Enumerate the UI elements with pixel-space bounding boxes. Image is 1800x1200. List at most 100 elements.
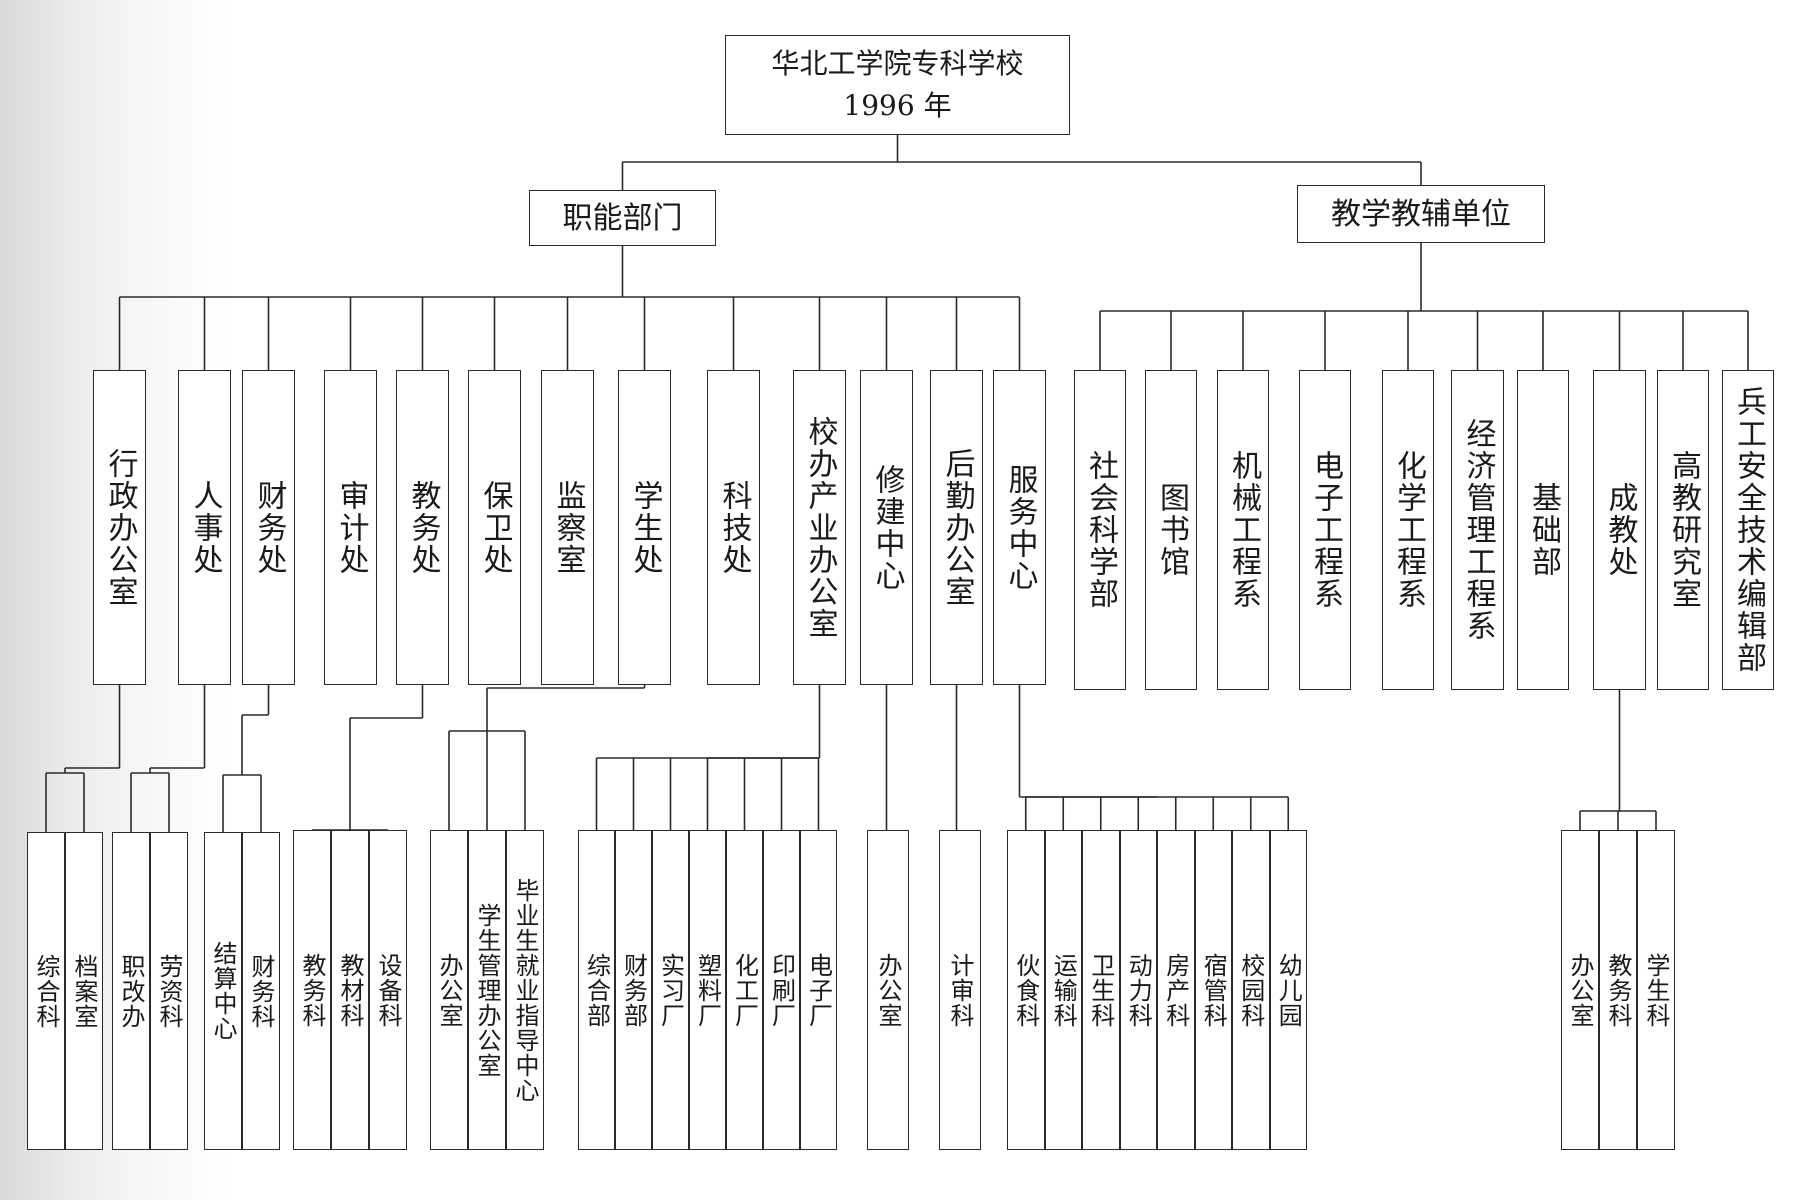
left-unit-5: 保卫处 [468,370,521,685]
right-unit-6: 基础部 [1517,370,1569,690]
left-sub-0-1: 档案室 [65,832,103,1150]
left-unit-6: 监察室 [541,370,594,685]
right-unit-2-label: 机械工程系 [1226,450,1261,610]
left-sub-9-6: 电子厂 [800,830,837,1150]
right-unit-3: 电子工程系 [1299,370,1351,690]
right-sub-7-1-label: 教务科 [1604,952,1632,1028]
left-unit-0: 行政办公室 [93,370,146,685]
left-sub-10-0: 办公室 [867,830,909,1150]
left-sub-9-1: 财务部 [615,830,652,1150]
left-unit-6-label: 监察室 [550,479,586,576]
left-sub-7-1-label: 学生管理办公室 [473,902,501,1078]
left-sub-0-0-label: 综合科 [32,953,60,1029]
left-sub-12-1-label: 运输科 [1049,952,1078,1028]
left-unit-1-label: 人事处 [187,479,223,576]
right-sub-7-0: 办公室 [1561,830,1599,1150]
left-sub-9-0: 综合部 [578,830,615,1150]
left-unit-1: 人事处 [178,370,231,685]
left-group-box-text-1: 职能部门 [562,200,683,236]
root-box-text-2: 1996 年 [843,89,952,122]
left-sub-1-1: 劳资科 [150,832,188,1150]
left-sub-9-0-label: 综合部 [582,952,611,1028]
left-sub-12-7-label: 幼儿园 [1274,952,1303,1028]
right-unit-7-label: 成教处 [1602,482,1638,578]
left-unit-2-label: 财务处 [251,479,287,576]
left-unit-8: 科技处 [707,370,760,685]
left-unit-0-label: 行政办公室 [102,447,138,608]
left-sub-2-0: 结算中心 [204,832,242,1150]
left-sub-7-2-label: 毕业生就业指导中心 [511,877,539,1103]
left-sub-12-6: 校园科 [1232,830,1270,1150]
left-unit-7: 学生处 [618,370,671,685]
left-unit-8-label: 科技处 [716,479,752,576]
right-sub-7-2: 学生科 [1637,830,1675,1150]
left-sub-10-0-label: 办公室 [874,952,902,1028]
left-sub-12-0: 伙食科 [1007,830,1045,1150]
left-sub-12-5-label: 宿管科 [1199,952,1228,1028]
left-sub-12-3-label: 动力科 [1124,952,1153,1028]
left-sub-12-6-label: 校园科 [1236,952,1265,1028]
right-unit-0: 社会科学部 [1074,370,1126,690]
left-unit-3: 审计处 [324,370,377,685]
right-sub-7-2-label: 学生科 [1642,952,1670,1028]
left-group-box: 职能部门 [529,190,716,246]
left-sub-9-5-label: 印刷厂 [767,952,796,1028]
right-unit-9-label: 兵工安全技术编辑部 [1731,386,1766,674]
right-group-box: 教学教辅单位 [1297,185,1545,243]
left-unit-11-label: 后勤办公室 [939,447,975,608]
left-unit-7-label: 学生处 [627,479,663,576]
left-sub-9-6-label: 电子厂 [804,952,833,1028]
left-sub-4-0-label: 教务科 [298,952,326,1028]
left-unit-10-label: 修建中心 [869,463,905,592]
right-unit-8-label: 高教研究室 [1666,450,1701,610]
left-sub-4-1-label: 教材科 [336,952,364,1028]
left-unit-12: 服务中心 [993,370,1046,685]
left-sub-12-5: 宿管科 [1194,830,1232,1150]
left-sub-1-1-label: 劳资科 [155,953,183,1029]
left-sub-7-0-label: 办公室 [435,952,463,1028]
left-sub-7-0: 办公室 [430,830,468,1150]
left-sub-9-3-label: 塑料厂 [693,952,722,1028]
root-box-text-1: 华北工学院专科学校 [771,47,1024,80]
left-sub-0-1-label: 档案室 [70,953,98,1029]
left-sub-2-1-label: 财务科 [247,953,275,1029]
left-sub-4-0: 教务科 [293,830,331,1150]
right-unit-8: 高教研究室 [1657,370,1709,690]
left-unit-5-label: 保卫处 [477,479,513,576]
right-unit-5: 经济管理工程系 [1451,370,1504,690]
left-sub-11-0-label: 计审科 [946,952,974,1028]
left-sub-12-1: 运输科 [1044,830,1082,1150]
left-sub-7-2: 毕业生就业指导中心 [506,830,544,1150]
right-sub-7-0-label: 办公室 [1566,952,1594,1028]
left-sub-12-4: 房产科 [1157,830,1195,1150]
right-unit-1: 图书馆 [1145,370,1197,690]
right-unit-2: 机械工程系 [1217,370,1269,690]
right-unit-4: 化学工程系 [1382,370,1434,690]
left-sub-12-4-label: 房产科 [1161,952,1190,1028]
left-sub-9-1-label: 财务部 [619,952,648,1028]
right-unit-1-label: 图书馆 [1154,482,1189,578]
left-unit-9-label: 校办产业办公室 [802,415,838,640]
left-sub-9-2-label: 实习厂 [656,952,685,1028]
left-sub-7-1: 学生管理办公室 [468,830,506,1150]
left-sub-11-0: 计审科 [939,830,981,1150]
left-sub-9-3: 塑料厂 [689,830,726,1150]
right-unit-6-label: 基础部 [1526,482,1561,578]
root-box: 华北工学院专科学校 1996 年 [725,35,1070,135]
left-sub-12-3: 动力科 [1119,830,1157,1150]
left-unit-12-label: 服务中心 [1002,463,1038,592]
left-sub-9-2: 实习厂 [652,830,689,1150]
left-sub-4-2-label: 设备科 [374,952,402,1028]
left-unit-9: 校办产业办公室 [793,370,846,685]
left-sub-9-4: 化工厂 [726,830,763,1150]
left-unit-10: 修建中心 [860,370,913,685]
left-unit-2: 财务处 [242,370,295,685]
left-sub-2-0-label: 结算中心 [209,941,237,1041]
left-sub-9-5: 印刷厂 [763,830,800,1150]
left-sub-12-7: 幼儿园 [1269,830,1307,1150]
left-sub-1-0: 职改办 [112,832,150,1150]
right-sub-7-1: 教务科 [1599,830,1637,1150]
right-unit-5-label: 经济管理工程系 [1460,418,1496,642]
right-unit-3-label: 电子工程系 [1308,450,1343,610]
